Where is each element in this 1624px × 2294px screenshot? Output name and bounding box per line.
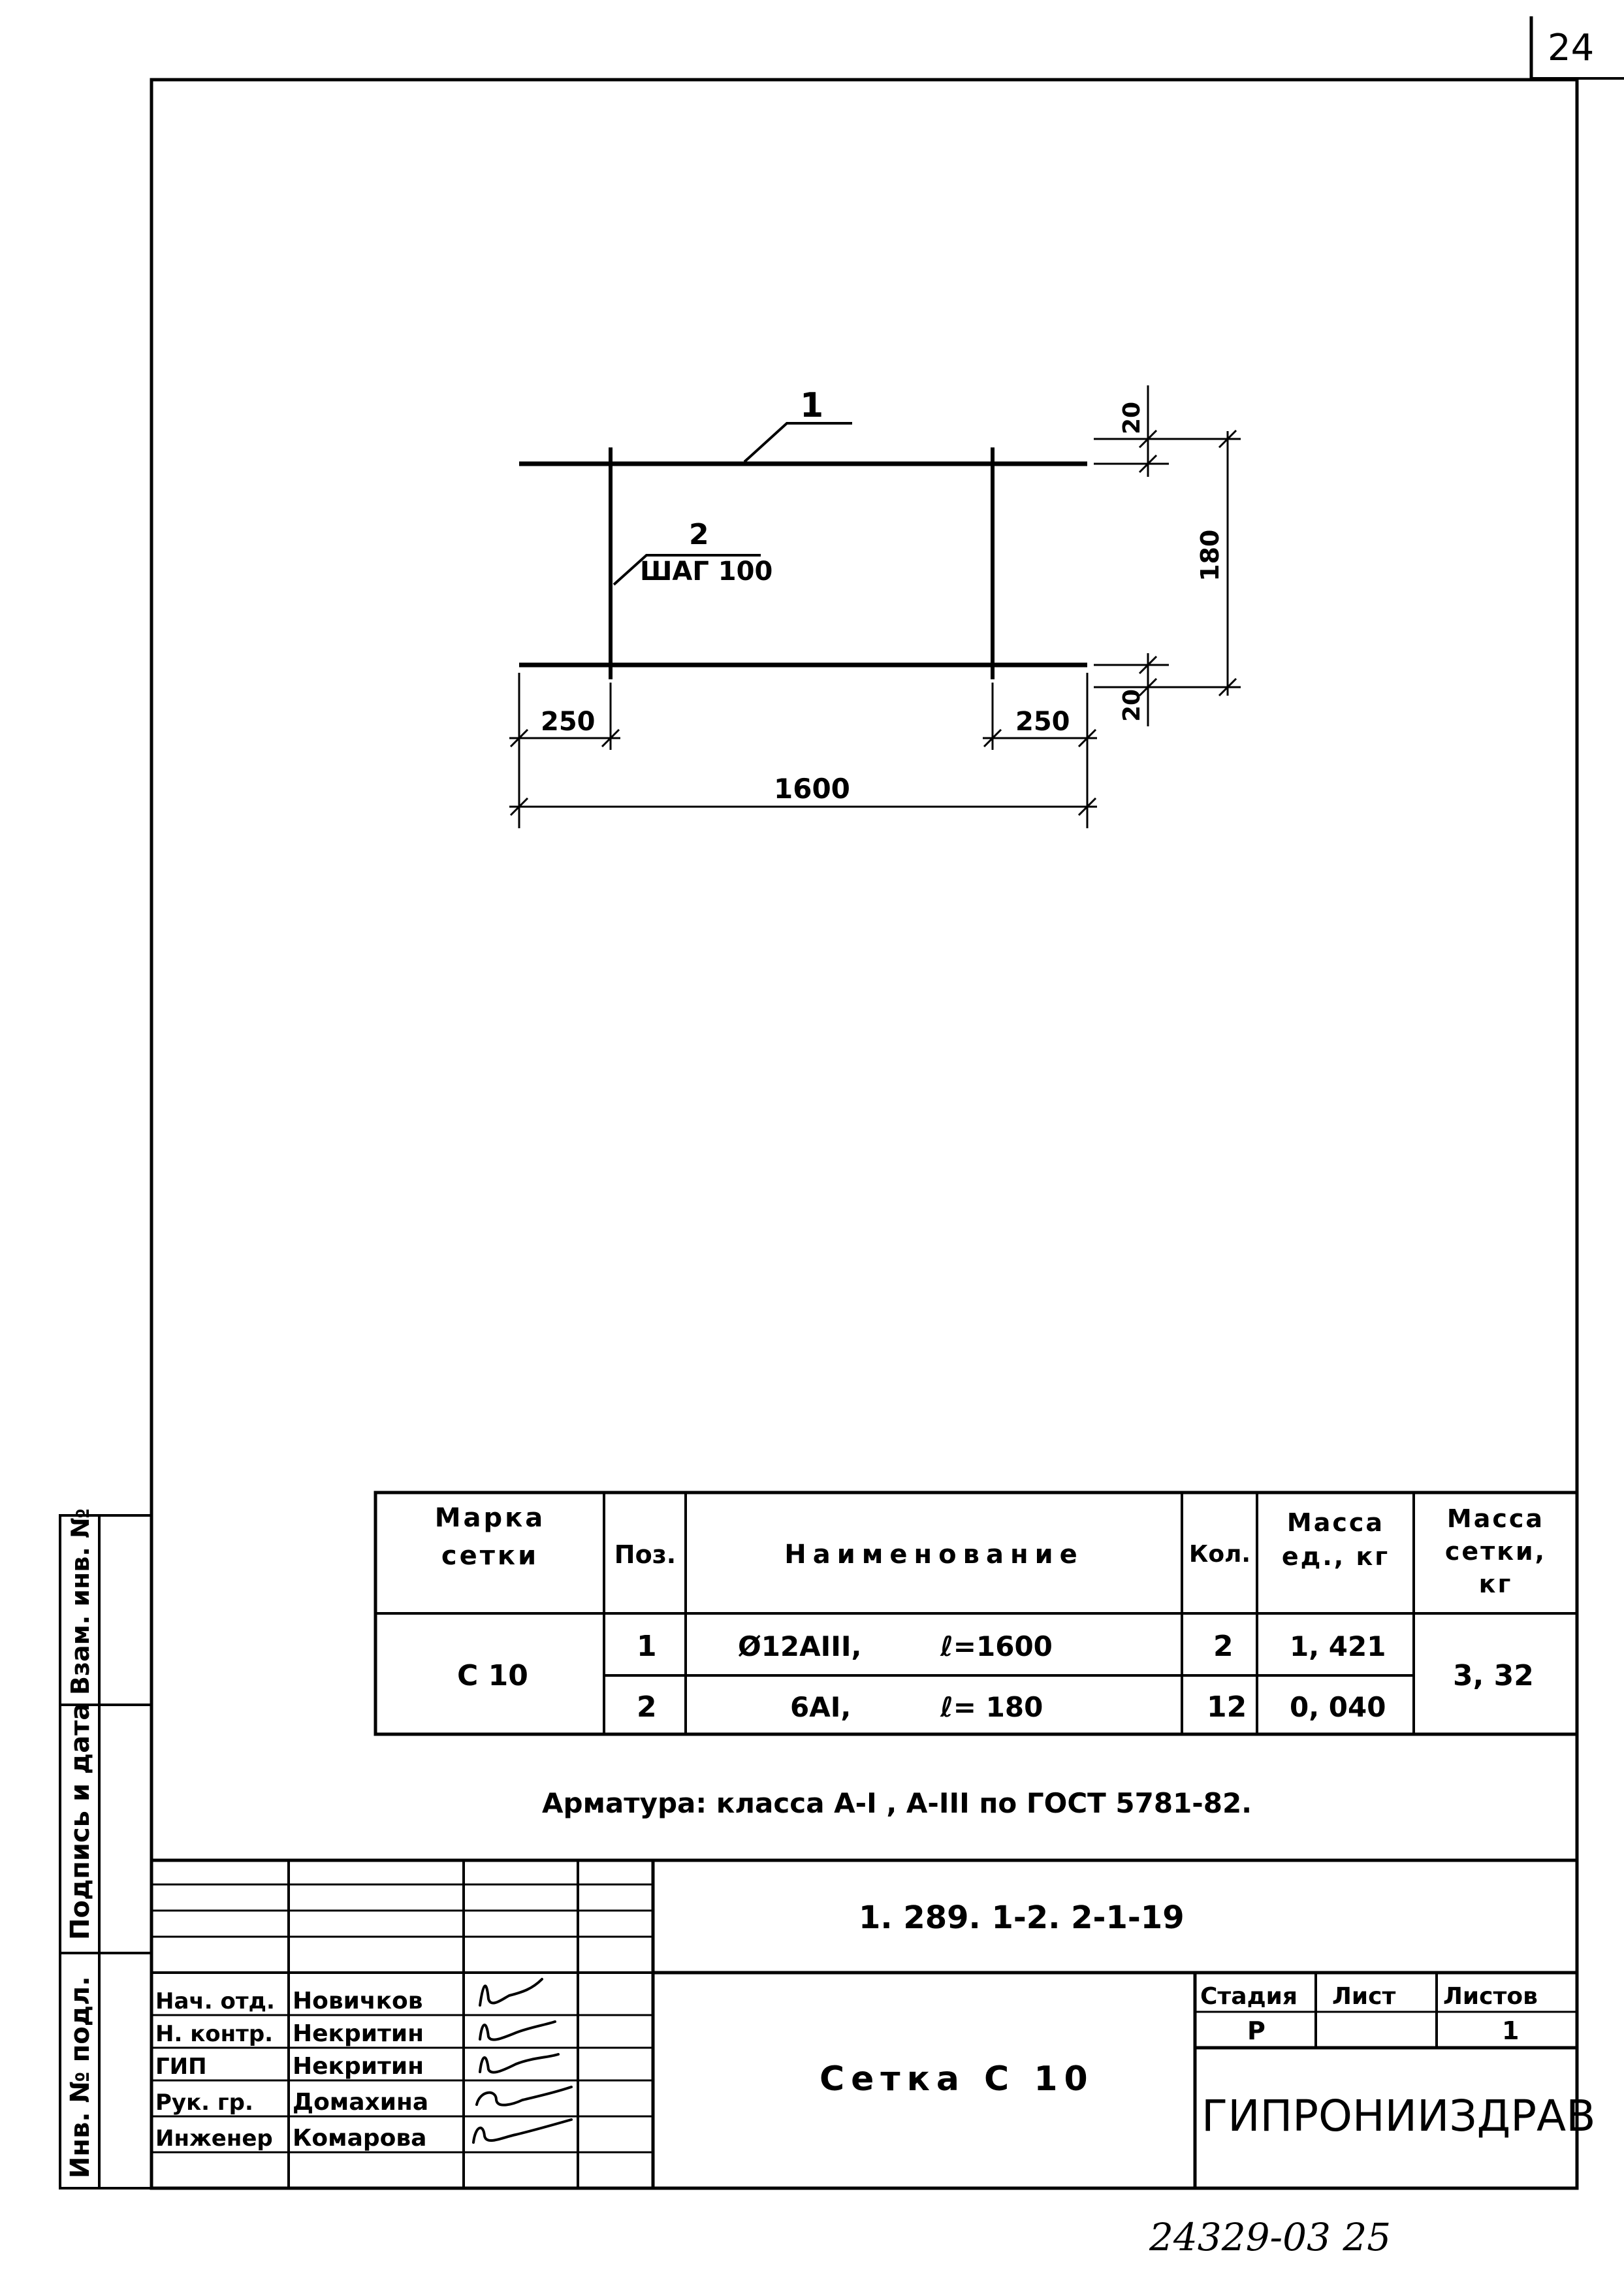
side-stamp: Инв. № подл. Подпись и дата Взам. инв. № [59, 1508, 153, 2189]
header-pos: Поз. [614, 1540, 677, 1569]
side-stamp-sign-label: Подпись и дата [65, 1703, 95, 1940]
row1-unit-mass: 1, 421 [1290, 1630, 1386, 1662]
sheets-label: Листов [1443, 1983, 1538, 2010]
header-qty: Кол. [1188, 1541, 1251, 1568]
sheets-value: 1 [1502, 2016, 1519, 2045]
row2-pos: 2 [637, 1690, 657, 1724]
dim-height: 180 [1196, 530, 1224, 581]
dim-top-cover: 20 [1119, 402, 1145, 434]
stage-label: Стадия [1200, 1983, 1298, 2010]
document-code: 1. 289. 1-2. 2-1-19 [859, 1899, 1185, 1936]
page-number: 24 [1548, 27, 1594, 69]
dim-left-offset: 250 [541, 707, 596, 737]
row1-length: ℓ=1600 [940, 1630, 1053, 1662]
spec-table: Марка сетки Поз. Наименование Кол. Масса… [374, 1491, 1579, 1736]
page-number-box: 24 [1529, 16, 1624, 80]
bottom-code: 24329-03 25 [1149, 2215, 1391, 2259]
title-block: 1. 289. 1-2. 2-1-19 Сетка С 10 Стадия Ли… [151, 1858, 1595, 2188]
name-4: Домахина [293, 2089, 428, 2116]
header-name: Наименование [784, 1540, 1084, 1570]
label-pos2: 2 [689, 518, 709, 551]
sheet-frame [150, 78, 1579, 2190]
dim-length: 1600 [774, 773, 850, 805]
organization: ГИПРОНИИЗДРАВ [1202, 2091, 1595, 2141]
sheet-title: Сетка С 10 [820, 2060, 1094, 2099]
cell-mark: С 10 [457, 1659, 528, 1692]
header-mesh-mass: Масса сетки, кг [1444, 1504, 1547, 1598]
name-5: Комарова [293, 2125, 426, 2152]
header-unit-mass: Масса ед., кг [1281, 1508, 1390, 1571]
row1-name: Ø12АIII, [738, 1630, 862, 1662]
name-2: Некритин [293, 2020, 424, 2047]
header-mark: Марка сетки [434, 1503, 546, 1571]
row2-name: 6АI, [790, 1691, 851, 1723]
row1-pos: 1 [637, 1630, 657, 1663]
stage-value: Р [1247, 2016, 1266, 2045]
row2-unit-mass: 0, 040 [1290, 1691, 1386, 1723]
signatures [472, 1978, 573, 2144]
row1-qty: 2 [1213, 1630, 1234, 1663]
label-pos1: 1 [800, 386, 823, 425]
name-1: Новичков [293, 1988, 423, 2014]
dim-bottom-cover: 20 [1119, 689, 1145, 722]
name-3: Некритин [293, 2053, 424, 2080]
reinforcement-note: Арматура: класса А-I , А-III по ГОСТ 578… [542, 1787, 1252, 1819]
label-pos2-step: ШАГ 100 [640, 557, 772, 587]
role-5: Инженер [155, 2125, 273, 2152]
dim-right-offset: 250 [1015, 707, 1070, 737]
row2-length: ℓ= 180 [940, 1691, 1043, 1723]
row2-qty: 12 [1207, 1690, 1247, 1724]
cell-mesh-mass: 3, 32 [1453, 1659, 1534, 1692]
role-3: ГИП [155, 2054, 207, 2080]
role-4: Рук. гр. [155, 2090, 253, 2116]
mesh-drawing: 1 2 ШАГ 100 20 20 180 2 [509, 385, 1241, 828]
role-2: Н. контр. [155, 2021, 273, 2047]
sheet-label: Лист [1332, 1983, 1395, 2010]
side-stamp-replace-label: Взам. инв. № [66, 1508, 95, 1695]
role-1: Нач. отд. [155, 1988, 275, 2014]
side-stamp-inv-label: Инв. № подл. [65, 1976, 95, 2178]
